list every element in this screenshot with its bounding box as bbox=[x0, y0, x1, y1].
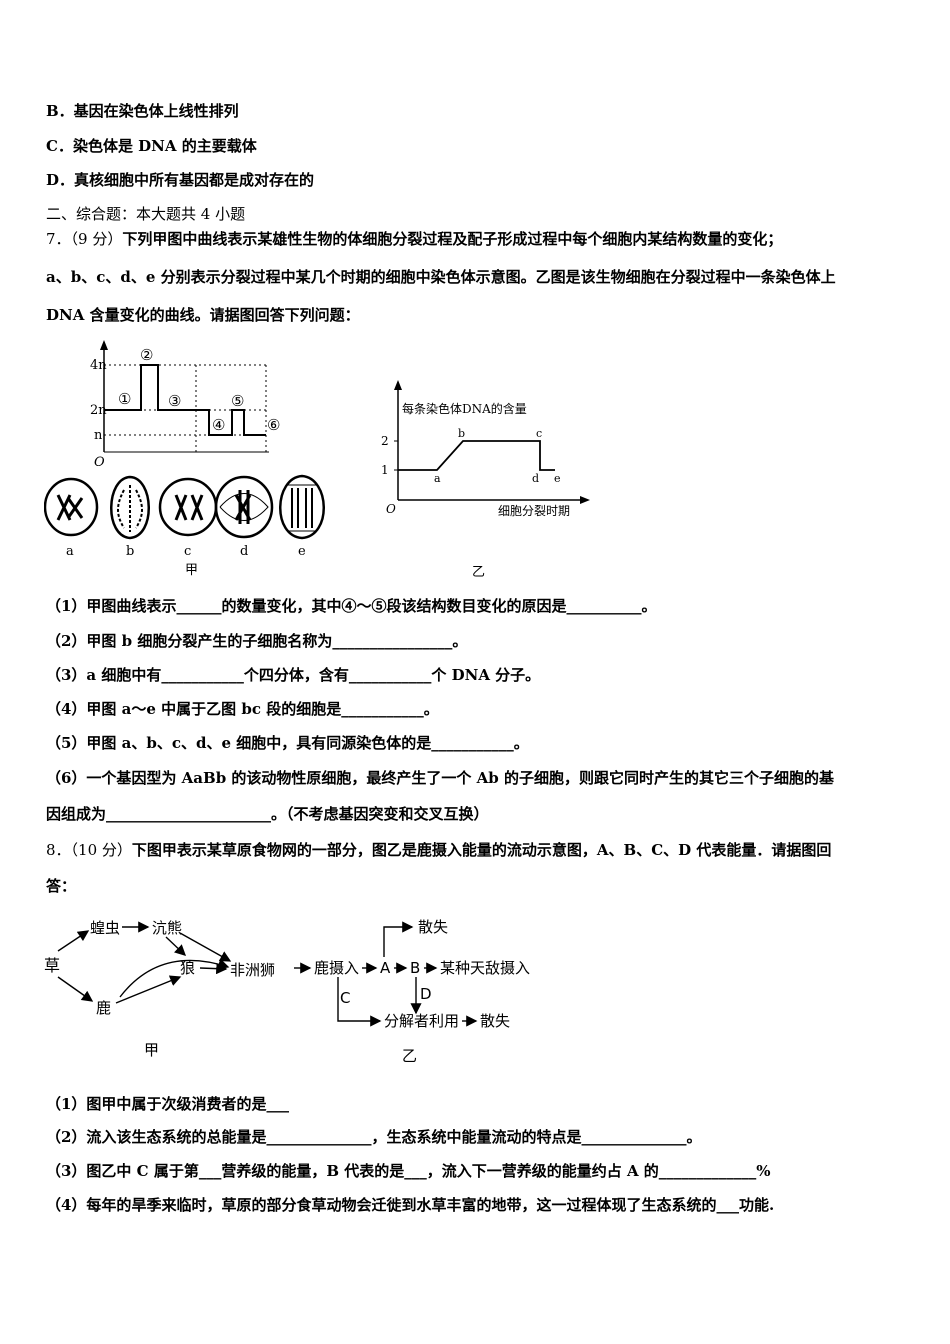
yi-xlabel: 细胞分裂时期 bbox=[498, 504, 570, 518]
q7-figure-jia: 4n 2n n O ① ② ③ ④ ⑤ ⑥ a b c d e 甲 bbox=[44, 340, 325, 578]
q8-sub3: （3）图乙中 C 属于第___营养级的能量，B 代表的是___，流入下一营养级的… bbox=[46, 1162, 771, 1180]
cell-label-d: d bbox=[240, 544, 248, 559]
node-predator-intake: 某种天敌摄入 bbox=[440, 959, 530, 977]
q8-sub4: （4）每年的旱季来临时，草原的部分食草动物会迁徙到水草丰富的地带，这一过程体现了… bbox=[46, 1196, 775, 1214]
node-deer: 鹿 bbox=[96, 999, 111, 1017]
q7-intro-line3: DNA 含量变化的曲线。请据图回答下列问题： bbox=[46, 306, 360, 324]
figure-caption-yi: 乙 bbox=[472, 565, 485, 580]
q8-intro-line2: 答： bbox=[46, 877, 77, 895]
q8-intro-line1: 8．（10 分）下图甲表示某草原食物网的一部分，图乙是鹿摄入能量的流动示意图，A… bbox=[46, 841, 832, 859]
cell-label-a: a bbox=[66, 544, 74, 559]
q7-sub6-line2: 因组成为______________________。（不考虑基因突变和交叉互换… bbox=[46, 805, 489, 823]
q8-caption-yi: 乙 bbox=[402, 1047, 417, 1065]
node-loss-bottom: 散失 bbox=[480, 1012, 510, 1030]
jia-origin: O bbox=[94, 455, 105, 470]
cell-c bbox=[158, 477, 218, 537]
yi-origin: O bbox=[386, 502, 396, 516]
stage-1: ① bbox=[118, 390, 131, 408]
cell-label-c: c bbox=[184, 544, 191, 559]
jia-y-4n: 4n bbox=[90, 358, 107, 373]
q8-figure-jia: 草 蝗虫 沆熊 狼 非洲狮 鹿 甲 bbox=[44, 919, 275, 1059]
stage-4: ④ bbox=[212, 416, 225, 434]
jia-y-2n: 2n bbox=[90, 403, 107, 418]
node-lion: 非洲狮 bbox=[230, 961, 275, 979]
q7-intro-line1: 7．（9 分）下列甲图中曲线表示某雄性生物的体细胞分裂过程及配子形成过程中每个细… bbox=[46, 230, 783, 248]
node-bear: 沆熊 bbox=[152, 919, 182, 937]
q8-number: 8．（10 分） bbox=[46, 841, 132, 859]
q7-sub6-line1: （6）一个基因型为 AaBb 的该动物性原细胞，最终产生了一个 Ab 的子细胞，… bbox=[46, 769, 834, 787]
node-decomposer: 分解者利用 bbox=[384, 1012, 459, 1030]
q7-number: 7．（9 分） bbox=[46, 230, 123, 248]
node-deer-intake: 鹿摄入 bbox=[314, 959, 359, 977]
yi-ytick-2: 2 bbox=[381, 434, 389, 448]
yi-ytick-1: 1 bbox=[381, 463, 389, 477]
q7-sub5: （5）甲图 a、b、c、d、e 细胞中，具有同源染色体的是___________… bbox=[46, 734, 529, 752]
q7-sub3: （3）a 细胞中有___________个四分体，含有___________个 … bbox=[46, 666, 541, 684]
node-loss-top: 散失 bbox=[418, 918, 448, 936]
q7-intro-line2: a、b、c、d、e 分别表示分裂过程中某几个时期的细胞中染色体示意图。乙图是该生… bbox=[46, 268, 836, 286]
yi-point-d: d bbox=[532, 472, 539, 485]
stage-3: ③ bbox=[168, 392, 181, 410]
option-c: C．染色体是 DNA 的主要载体 bbox=[46, 137, 257, 155]
jia-y-n: n bbox=[94, 428, 103, 443]
node-locust: 蝗虫 bbox=[90, 919, 120, 937]
cell-d bbox=[214, 475, 274, 539]
figure-caption-jia: 甲 bbox=[185, 563, 198, 578]
q8-caption-jia: 甲 bbox=[144, 1041, 159, 1059]
q8-figure-yi: 鹿摄入 A B 某种天敌摄入 散失 C D 分解者利用 散失 乙 bbox=[294, 918, 530, 1065]
node-a: A bbox=[380, 959, 391, 977]
cell-a bbox=[44, 477, 99, 537]
cell-e bbox=[279, 474, 325, 540]
option-b: B．基因在染色体上线性排列 bbox=[46, 102, 239, 120]
stage-5: ⑤ bbox=[231, 392, 244, 410]
stage-2: ② bbox=[140, 346, 153, 364]
stage-6: ⑥ bbox=[267, 416, 280, 434]
cell-label-e: e bbox=[298, 544, 306, 559]
q7-figure-yi: 每条染色体DNA的含量 2 1 O 细胞分裂时期 a b c d e 乙 bbox=[381, 380, 590, 580]
node-d: D bbox=[420, 985, 432, 1003]
q7-sub2: （2）甲图 b 细胞分裂产生的子细胞名称为________________。 bbox=[46, 632, 468, 650]
yi-ylabel: 每条染色体DNA的含量 bbox=[402, 401, 527, 416]
yi-point-c: c bbox=[536, 427, 542, 440]
section-heading: 二、综合题：本大题共 4 小题 bbox=[46, 205, 246, 223]
q7-sub1: （1）甲图曲线表示______的数量变化，其中④～⑤段该结构数目变化的原因是__… bbox=[46, 597, 657, 615]
q7-sub4: （4）甲图 a～e 中属于乙图 bc 段的细胞是___________。 bbox=[46, 700, 439, 718]
cell-b bbox=[110, 475, 150, 540]
yi-point-a: a bbox=[434, 472, 441, 485]
yi-point-b: b bbox=[458, 427, 465, 440]
option-d: D．真核细胞中所有基因都是成对存在的 bbox=[46, 171, 315, 189]
q8-sub1: （1）图甲中属于次级消费者的是___ bbox=[46, 1095, 289, 1113]
node-wolf: 狼 bbox=[180, 959, 195, 977]
yi-point-e: e bbox=[554, 472, 561, 485]
node-c: C bbox=[340, 989, 350, 1007]
cell-label-b: b bbox=[126, 544, 134, 559]
node-b: B bbox=[410, 959, 420, 977]
node-grass: 草 bbox=[44, 956, 60, 975]
q8-sub2: （2）流入该生态系统的总能量是______________，生态系统中能量流动的… bbox=[46, 1128, 702, 1146]
